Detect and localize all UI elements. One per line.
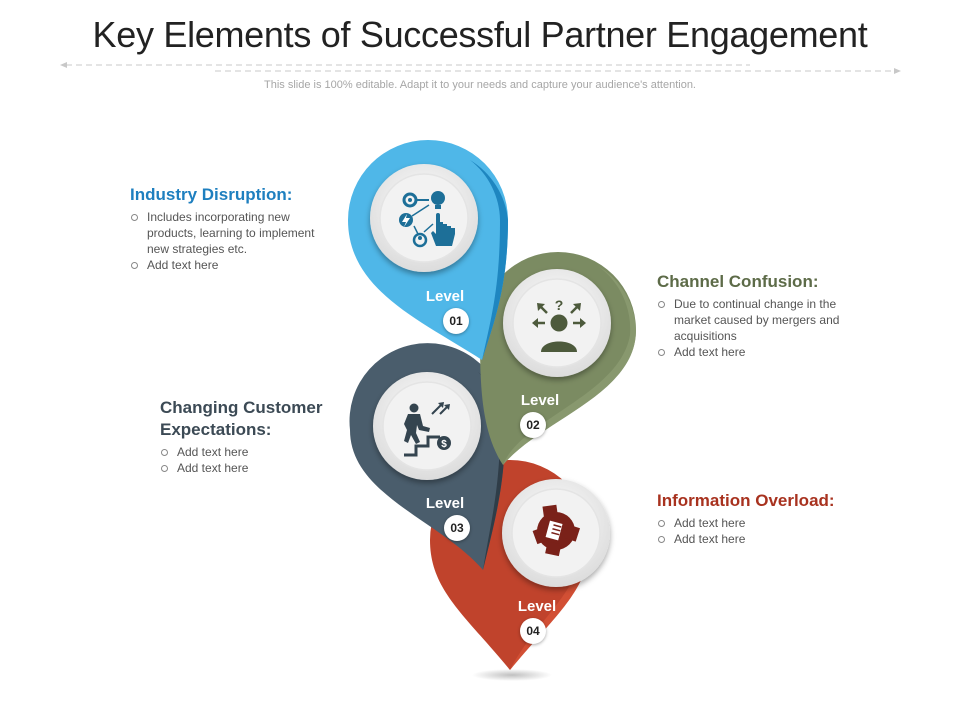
level-number-01: 01 — [443, 308, 469, 334]
slide-title: Key Elements of Successful Partner Engag… — [92, 14, 868, 55]
ground-shadow — [472, 669, 552, 681]
level-number-02: 02 — [520, 412, 546, 438]
level-label-01: Level — [425, 288, 465, 305]
svg-text:?: ? — [555, 297, 564, 313]
information-overload-bullet-1: Add text here — [657, 515, 867, 531]
changing-customer-expectations-heading: Changing Customer Expectations: — [160, 398, 323, 439]
level-label-04: Level — [517, 598, 557, 615]
level-label-02: Level — [520, 392, 560, 409]
industry-disruption-bullet-1: Includes incorporating new products, lea… — [130, 209, 330, 257]
title-divider — [60, 62, 901, 74]
channel-confusion-block: Channel Confusion: Due to continual chan… — [657, 271, 842, 360]
information-overload-block: Information Overload: Add text here Add … — [657, 490, 867, 547]
paper-pile-icon — [532, 504, 581, 557]
industry-disruption-block: Industry Disruption: Includes incorporat… — [130, 184, 330, 273]
channel-confusion-bullet-1: Due to continual change in the market ca… — [657, 296, 842, 344]
level-number-03: 03 — [444, 515, 470, 541]
industry-disruption-bullet-2: Add text here — [130, 257, 330, 273]
information-overload-bullet-2: Add text here — [657, 531, 867, 547]
climbing-stairs-growth-icon: $ — [404, 402, 451, 457]
channel-confusion-heading: Channel Confusion: — [657, 272, 819, 291]
level-pin-03: $ — [349, 343, 506, 570]
changing-customer-expectations-block: Changing Customer Expectations: Add text… — [160, 397, 345, 476]
channel-confusion-bullet-2: Add text here — [657, 344, 842, 360]
innovation-network-icon — [399, 191, 455, 248]
slide-subtitle: This slide is 100% editable. Adapt it to… — [264, 79, 696, 91]
level-number-04: 04 — [520, 618, 546, 644]
confused-person-icon: ? — [532, 297, 586, 352]
changing-customer-expectations-bullet-1: Add text here — [160, 444, 345, 460]
information-overload-heading: Information Overload: — [657, 491, 835, 510]
industry-disruption-heading: Industry Disruption: — [130, 185, 293, 204]
level-label-03: Level — [425, 495, 465, 512]
svg-text:$: $ — [441, 439, 447, 450]
changing-customer-expectations-bullet-2: Add text here — [160, 460, 345, 476]
level-pin-02: ? — [480, 251, 636, 465]
level-pin-01 — [348, 140, 508, 360]
